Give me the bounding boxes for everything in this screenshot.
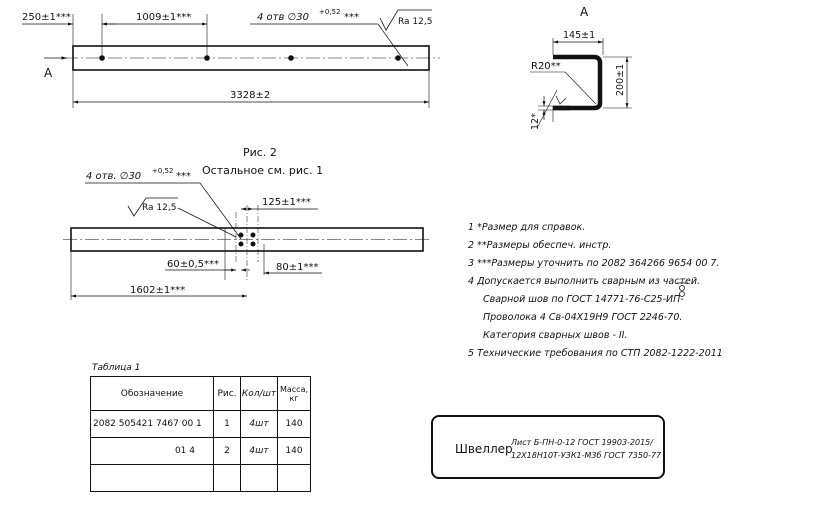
radius-label: R20** (531, 61, 561, 72)
part-name: Швеллер (455, 442, 513, 456)
cell-figure: 1 (213, 410, 241, 438)
header-qty: Кол/шт (240, 376, 278, 411)
hole-3 (288, 55, 294, 61)
section-a (530, 38, 632, 129)
cell-qty (240, 464, 278, 492)
figure-1 (22, 9, 440, 108)
table-row (90, 464, 311, 492)
dim-1602: 1602±1*** (130, 285, 185, 296)
note-4-weld: Сварной шов по ГОСТ 14771-76-С25-ИП- (483, 294, 684, 305)
holes-stars-fig2: *** (176, 171, 191, 182)
material-spec: Лист Б-ПН-0-12 ГОСТ 19903-2015/ 12Х18Н10… (511, 436, 661, 462)
note-4-category: Категория сварных швов - II. (483, 330, 628, 341)
figure-2 (63, 182, 432, 300)
holes-tolerance-fig1: +0,52 (319, 8, 340, 16)
channel-profile (553, 54, 603, 111)
dim-80: 80±1*** (276, 262, 318, 273)
roughness-label-fig1: Ra 12,5 (398, 17, 432, 27)
cell-designation: 2082 505421 7467 00 1 (90, 410, 214, 438)
roughness-symbol-fig2 (127, 197, 178, 217)
header-mass: Масса, кг (277, 376, 311, 411)
technical-notes: 1 *Размер для справок. 2 **Размеры обесп… (468, 219, 798, 363)
cell-designation: 01 4 (90, 437, 214, 465)
material-line-2: 12Х18Н10Т-УЗК1-М3б ГОСТ 7350-77 (511, 451, 662, 460)
note-4: 4 Допускается выполнить сварным из часте… (468, 276, 701, 287)
hole-2b (250, 232, 256, 238)
hole-2a (238, 232, 244, 238)
holes-stars-fig1: *** (344, 12, 359, 23)
cell-mass (277, 464, 311, 492)
cell-mass: 140 (277, 437, 311, 465)
note-4-wire: Проволока 4 Св-04Х19Н9 ГОСТ 2246-70. (483, 312, 683, 323)
view-label-a: A (44, 66, 53, 80)
header-designation: Обозначение (90, 376, 214, 411)
table-row: 2082 505421 7467 00 1 1 4шт 140 (90, 410, 311, 438)
hole-2c (238, 241, 244, 247)
figure-1-text: 250±1*** 1009±1*** 4 отв ∅30 +0,52 *** R… (22, 8, 432, 101)
note-5: 5 Технические требования по СТП 2082-122… (468, 348, 723, 359)
table-row: 01 4 2 4шт 140 (90, 437, 311, 465)
dim-250: 250±1*** (22, 12, 71, 23)
cell-figure: 2 (213, 437, 241, 465)
section-a-text: A 145±1 200±1 R20** 12* (530, 5, 626, 130)
table-caption: Таблица 1 (92, 363, 141, 373)
table-header-row: Обозначение Рис. Кол/шт Масса, кг (90, 376, 311, 411)
section-label-a: A (580, 5, 589, 19)
hole-2d (250, 241, 256, 247)
cell-figure (213, 464, 241, 492)
spec-table: Обозначение Рис. Кол/шт Масса, кг 2082 5… (90, 376, 311, 492)
material-line-1: Лист Б-ПН-0-12 ГОСТ 19903-2015/ (511, 438, 653, 447)
dim-145: 145±1 (563, 30, 595, 41)
note-2: 2 **Размеры обеспеч. инстр. (468, 240, 612, 251)
dim-200: 200±1 (615, 64, 626, 96)
roughness-label-fig2: Ra 12,5 (142, 203, 176, 213)
holes-callout-fig2: 4 отв. ∅30 (86, 171, 141, 182)
weld-symbol (677, 282, 688, 297)
figure-2-subtitle: Остальное см. рис. 1 (202, 164, 323, 177)
cell-qty: 4шт (240, 437, 278, 465)
holes-tolerance-fig2: +0,52 (152, 167, 173, 175)
dim-3328: 3328±2 (230, 90, 270, 101)
cell-mass: 140 (277, 410, 311, 438)
cell-designation (90, 464, 214, 492)
header-figure: Рис. (213, 376, 241, 411)
hole-4 (395, 55, 401, 61)
note-3: 3 ***Размеры уточнить по 2082 364266 965… (468, 258, 720, 269)
dim-60: 60±0,5*** (167, 259, 219, 270)
holes-callout-fig1: 4 отв ∅30 (257, 12, 309, 23)
title-block: Швеллер Лист Б-ПН-0-12 ГОСТ 19903-2015/ … (431, 415, 665, 479)
cell-qty: 4шт (240, 410, 278, 438)
figure-2-text: Рис. 2 Остальное см. рис. 1 4 отв. ∅30 +… (86, 146, 323, 296)
figure-2-caption: Рис. 2 (243, 146, 277, 159)
roughness-symbol-fig1 (379, 9, 432, 31)
dim-125: 125±1*** (262, 197, 311, 208)
dim-1009: 1009±1*** (136, 12, 191, 23)
thickness-label: 12* (530, 113, 541, 130)
note-1: 1 *Размер для справок. (468, 222, 586, 233)
